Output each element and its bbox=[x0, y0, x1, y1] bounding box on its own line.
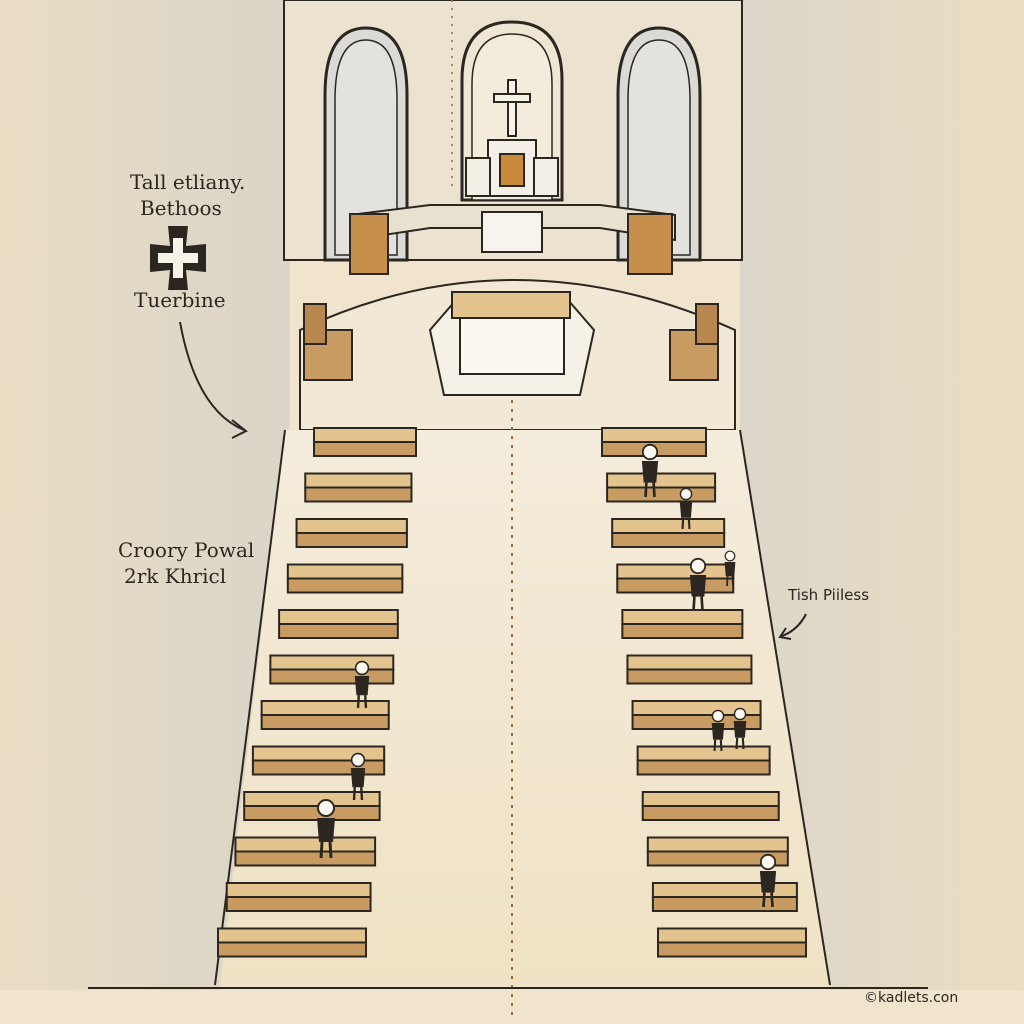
pew-left-1 bbox=[313, 427, 417, 457]
pew-left-12 bbox=[217, 927, 367, 958]
pew-left-10 bbox=[234, 836, 377, 867]
pew-left-3 bbox=[295, 518, 408, 548]
congregation bbox=[317, 443, 777, 908]
cross-emblem-icon bbox=[150, 226, 206, 290]
label-mid-line1: Croory Powal bbox=[118, 538, 255, 562]
pews-left bbox=[217, 427, 417, 958]
person-figure bbox=[724, 550, 736, 587]
person-figure bbox=[733, 707, 747, 750]
pew-left-5 bbox=[278, 609, 399, 639]
chancel-rail bbox=[349, 204, 676, 275]
reredos bbox=[465, 139, 559, 197]
signature: ©kadlets.con bbox=[864, 990, 959, 1006]
pew-right-11 bbox=[651, 882, 798, 912]
altar-cross-icon bbox=[493, 79, 531, 137]
person-figure bbox=[759, 853, 777, 908]
pew-right-5 bbox=[621, 609, 744, 639]
side-seat-right bbox=[669, 303, 719, 381]
pew-right-8 bbox=[636, 745, 771, 776]
label-top-line1: Tall etliany. bbox=[130, 170, 246, 194]
person-figure bbox=[689, 557, 707, 612]
right-wall bbox=[740, 0, 1024, 990]
label-mid-line2: 2rk Khricl bbox=[124, 564, 227, 588]
person-figure bbox=[679, 487, 693, 530]
left-wall bbox=[0, 0, 290, 990]
pew-right-12 bbox=[657, 927, 807, 958]
label-top-line2: Bethoos bbox=[140, 196, 222, 220]
pew-left-11 bbox=[225, 882, 372, 912]
pew-left-6 bbox=[269, 654, 395, 685]
altar-table bbox=[428, 291, 596, 396]
pew-right-6 bbox=[626, 654, 753, 685]
pew-left-4 bbox=[286, 563, 404, 594]
person-figure bbox=[711, 709, 725, 752]
person-figure bbox=[317, 799, 335, 859]
pew-left-9 bbox=[243, 791, 381, 821]
arrow-left bbox=[179, 321, 248, 439]
pew-left-2 bbox=[304, 472, 413, 503]
person-figure bbox=[641, 443, 659, 498]
pew-right-7 bbox=[631, 700, 762, 730]
label-top-line3: Tuerbine bbox=[134, 288, 226, 312]
label-right: Tish Piiless bbox=[788, 586, 870, 604]
pew-left-7 bbox=[260, 700, 390, 730]
pew-right-2 bbox=[606, 472, 717, 503]
pew-right-9 bbox=[641, 791, 780, 821]
arched-window-left bbox=[323, 26, 409, 262]
arched-window-right bbox=[616, 26, 702, 262]
person-figure bbox=[354, 660, 370, 709]
person-figure bbox=[350, 752, 366, 801]
pew-right-10 bbox=[646, 836, 789, 867]
arrow-right bbox=[778, 613, 807, 640]
side-seat-left bbox=[303, 303, 353, 381]
pew-right-4 bbox=[616, 563, 735, 594]
pew-right-3 bbox=[611, 518, 726, 548]
